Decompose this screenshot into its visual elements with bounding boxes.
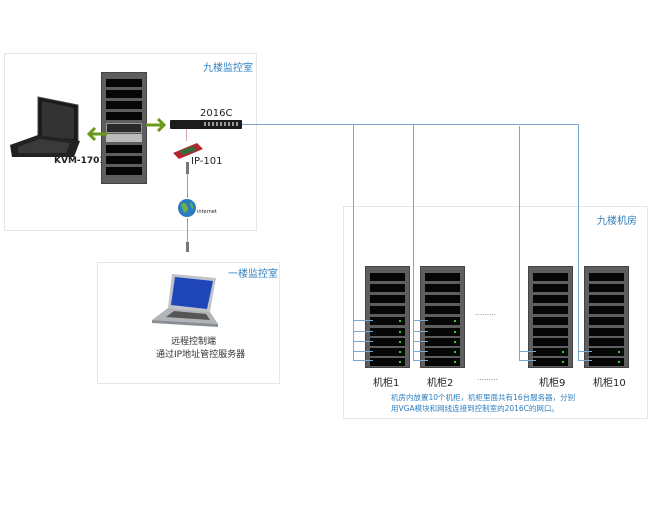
network-connector-lower (186, 242, 189, 252)
control-room-1f-title: 一楼监控室 (228, 269, 278, 280)
drop-line-cab9 (519, 126, 520, 360)
control-room-9f-title: 九楼监控室 (203, 63, 253, 74)
remote-caption-line2: 通过IP地址管控服务器 (156, 350, 246, 360)
server-room-description-line2: 用VGA模块和网线连接到控制室的2016C的网口。 (391, 404, 559, 413)
cabinet-9 (528, 266, 573, 368)
network-connector (186, 162, 189, 174)
internet-link-bottom (187, 218, 188, 246)
drop-line-cab2 (413, 124, 414, 360)
switch-ip-link (186, 129, 187, 141)
server-room-9f-title: 九楼机房 (597, 216, 637, 227)
drop-line-cab1 (353, 124, 354, 360)
rack-kvm-unit (106, 134, 142, 142)
cabinet-10 (584, 266, 629, 368)
cabinets-ellipsis-middle: ……… (475, 309, 496, 317)
trunk-line (242, 124, 579, 125)
kvm-label: KVM-1701A (54, 156, 113, 166)
remote-caption-line1: 远程控制端 (171, 337, 217, 347)
cabinet-9-label: 机柜9 (539, 378, 566, 389)
internet-label: internet (197, 209, 217, 215)
cabinet-10-label: 机柜10 (593, 378, 626, 389)
switch-2016c (170, 120, 242, 129)
arrow-right-icon (146, 118, 167, 132)
cabinet-1 (365, 266, 410, 368)
cabinets-ellipsis-labels: ……… (477, 374, 498, 382)
remote-laptop-icon (152, 274, 218, 327)
cabinet-2-label: 机柜2 (427, 378, 454, 389)
drop-line-cab10 (578, 124, 579, 360)
control-rack (101, 72, 147, 184)
switch-label: 2016C (200, 108, 233, 119)
ip-module-icon (173, 143, 203, 159)
arrow-left-icon (86, 127, 107, 141)
server-room-description-line1: 机房内放置10个机柜，机柜里面共有16台服务器，分别 (391, 393, 576, 402)
cabinet-2 (420, 266, 465, 368)
internet-globe-icon (178, 199, 196, 217)
cabinet-1-label: 机柜1 (373, 378, 400, 389)
kvm-console-icon (10, 96, 80, 157)
ip-module-label: IP-101 (191, 156, 223, 167)
rack-switch-unit (106, 123, 142, 133)
internet-link-top (187, 174, 188, 198)
